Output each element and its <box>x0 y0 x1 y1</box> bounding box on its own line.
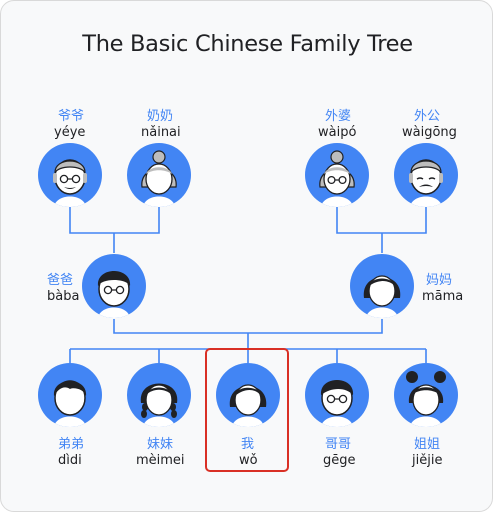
nainai-hanzi: 奶奶 <box>147 109 174 124</box>
waipo-hanzi: 外婆 <box>325 109 352 124</box>
older-brother-icon <box>305 363 369 427</box>
younger-sister-icon <box>127 363 191 427</box>
yeye-hanzi: 爷爷 <box>58 109 85 124</box>
waipo-pinyin: wàipó <box>318 125 357 140</box>
younger-brother-icon <box>38 363 102 427</box>
self-highlight-box <box>205 348 289 472</box>
meimei-pinyin: mèimei <box>136 453 185 468</box>
jiejie-pinyin: jiějie <box>412 453 443 468</box>
grandmother-icon <box>127 143 191 207</box>
nainai-pinyin: nǎinai <box>141 125 181 140</box>
grandfather-icon <box>394 143 458 207</box>
jiejie-hanzi: 姐姐 <box>414 437 441 452</box>
meimei-hanzi: 妹妹 <box>147 437 174 452</box>
page-title: The Basic Chinese Family Tree <box>82 31 413 57</box>
baba-pinyin: bàba <box>47 289 80 304</box>
yeye-pinyin: yéye <box>54 125 86 140</box>
grandmother-icon <box>305 143 369 207</box>
didi-hanzi: 弟弟 <box>58 437 85 452</box>
baba-hanzi: 爸爸 <box>47 273 74 288</box>
grandfather-icon <box>38 143 102 207</box>
wo-hanzi: 我 <box>241 437 255 452</box>
gege-hanzi: 哥哥 <box>325 437 352 452</box>
gege-pinyin: gēge <box>323 453 356 468</box>
waigong-pinyin: wàigōng <box>402 125 457 140</box>
mama-pinyin: māma <box>422 289 464 304</box>
wo-pinyin: wǒ <box>239 453 258 468</box>
self-icon <box>216 363 280 427</box>
mama-hanzi: 妈妈 <box>426 273 453 288</box>
mother-icon <box>350 254 414 318</box>
father-icon <box>82 254 146 318</box>
waigong-hanzi: 外公 <box>414 109 441 124</box>
didi-pinyin: dìdi <box>58 453 82 468</box>
older-sister-icon <box>394 363 458 427</box>
